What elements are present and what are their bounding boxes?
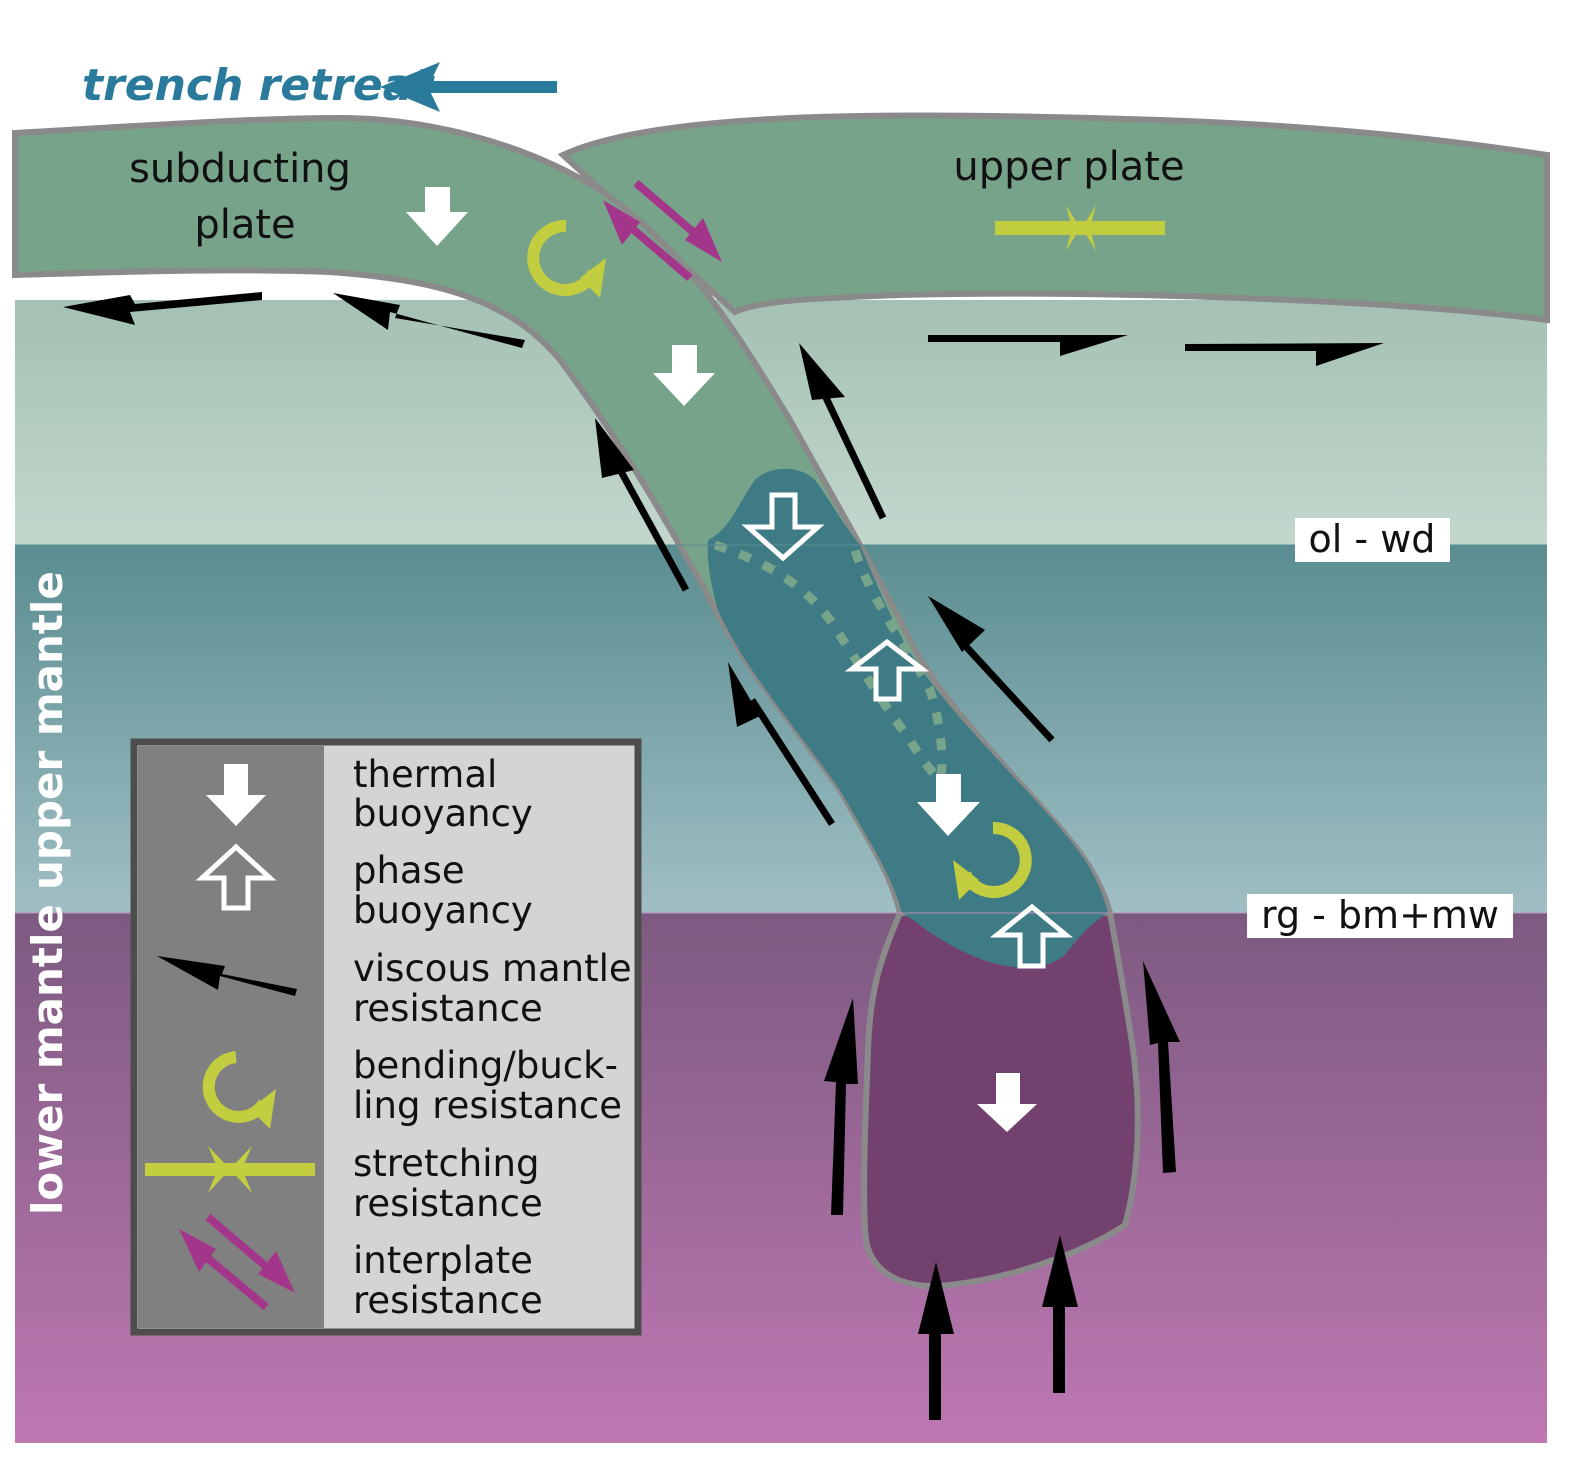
legend-interplate-resistance-icon	[179, 1213, 295, 1311]
legend: thermal buoyancy phase buoyancy viscous …	[130, 738, 642, 1336]
subducting-plate-label-line2: plate	[194, 202, 295, 248]
ol-wd-label: ol - wd	[1309, 517, 1436, 561]
legend-phase-buoyancy-icon	[195, 843, 277, 911]
phase-buoyancy-up-arrow-icon	[989, 903, 1073, 969]
viscous-resistance-arrow-icon	[728, 662, 835, 826]
lower-mantle-label: lower mantle	[23, 904, 72, 1215]
legend-phase-line2: buoyancy	[353, 889, 533, 932]
viscous-resistance-arrow-icon	[63, 292, 262, 325]
legend-interplate-line2: resistance	[353, 1279, 543, 1322]
viscous-resistance-arrow-icon	[918, 1262, 954, 1420]
viscous-resistance-arrow-icon	[928, 596, 1055, 743]
rg-bm-label-bg	[1247, 894, 1513, 938]
viscous-resistance-arrow-icon	[595, 418, 690, 592]
legend-stretching-line1: stretching	[353, 1142, 539, 1185]
legend-thermal-line1: thermal	[353, 753, 497, 796]
legend-thermal-buoyancy-icon	[206, 764, 266, 826]
legend-viscous-line1: viscous mantle	[353, 947, 632, 990]
viscous-resistance-arrow-icon	[333, 293, 525, 348]
viscous-resistance-arrow-icon	[928, 335, 1128, 356]
interplate-resistance-icon	[603, 179, 722, 282]
legend-stretching-line2: resistance	[353, 1182, 543, 1225]
upper-mantle-label: upper mantle	[23, 571, 72, 890]
thermal-buoyancy-arrow-icon	[406, 187, 468, 246]
thermal-buoyancy-arrow-icon	[977, 1073, 1037, 1132]
legend-bending-resistance-icon	[202, 1051, 276, 1129]
viscous-resistance-arrow-icon	[824, 998, 858, 1215]
upper-plate	[557, 112, 1550, 324]
viscous-resistance-arrow-icon	[1143, 961, 1180, 1173]
legend-thermal-line2: buoyancy	[353, 792, 533, 835]
bending-resistance-icon	[953, 821, 1032, 900]
phase-buoyancy-up-arrow-icon	[844, 638, 930, 702]
legend-stretching-resistance-icon	[145, 1146, 315, 1193]
thermal-buoyancy-arrow-icon	[917, 774, 980, 836]
legend-viscous-line2: resistance	[353, 987, 543, 1030]
viscous-resistance-arrow-icon	[1185, 343, 1384, 366]
legend-viscous-resistance-icon	[157, 956, 297, 996]
stretching-resistance-icon	[995, 205, 1165, 251]
bending-resistance-icon	[527, 219, 606, 298]
trench-retreat-arrow-icon	[380, 62, 557, 112]
viscous-resistance-arrow-icon	[799, 343, 887, 520]
subducting-plate-label-line1: subducting	[129, 146, 351, 192]
rg-bm-label: rg - bm+mw	[1261, 893, 1499, 937]
legend-phase-line1: phase	[353, 849, 465, 892]
upper-plate-label: upper plate	[953, 144, 1184, 190]
legend-bending-line2: ling resistance	[353, 1084, 622, 1127]
phase-buoyancy-down-arrow-icon	[741, 492, 825, 562]
viscous-resistance-arrow-icon	[1042, 1235, 1078, 1393]
phase-region-outline	[713, 540, 947, 789]
thermal-buoyancy-arrow-icon	[653, 345, 715, 406]
ol-wd-label-bg	[1295, 518, 1450, 562]
trench-retreat-label: trench retreat	[82, 60, 435, 111]
legend-interplate-line1: interplate	[353, 1239, 533, 1282]
legend-bending-line1: bending/buck-	[353, 1044, 618, 1087]
